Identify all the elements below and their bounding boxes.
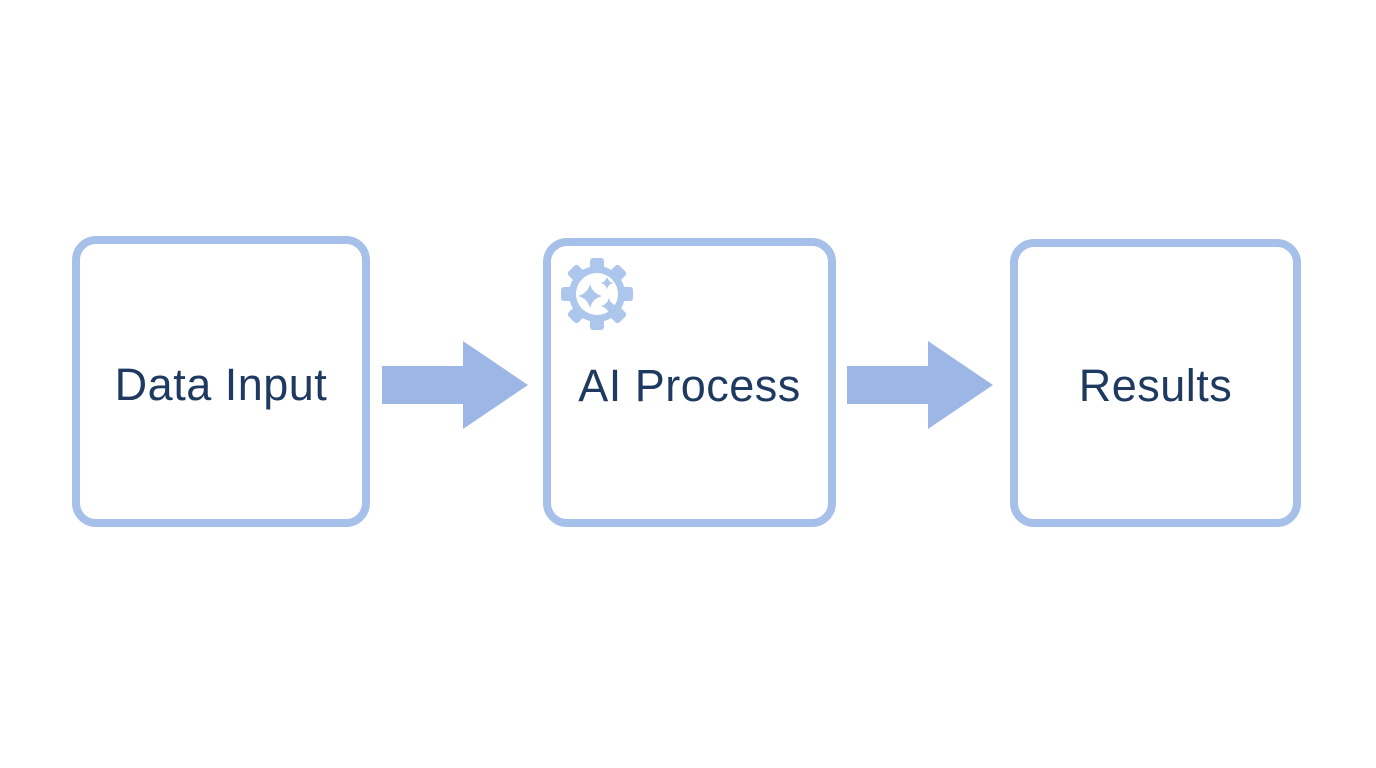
node-ai-process: AI Process (543, 238, 836, 527)
gear-sparkles-icon (561, 258, 633, 330)
node-data-input: Data Input (72, 236, 370, 527)
right-arrow-icon (382, 341, 528, 429)
node-ai-process-label: AI Process (578, 359, 801, 411)
node-results: Results (1010, 239, 1301, 527)
node-data-input-label: Data Input (114, 358, 328, 410)
right-arrow-icon (847, 341, 993, 429)
node-results-label: Results (1078, 360, 1233, 411)
